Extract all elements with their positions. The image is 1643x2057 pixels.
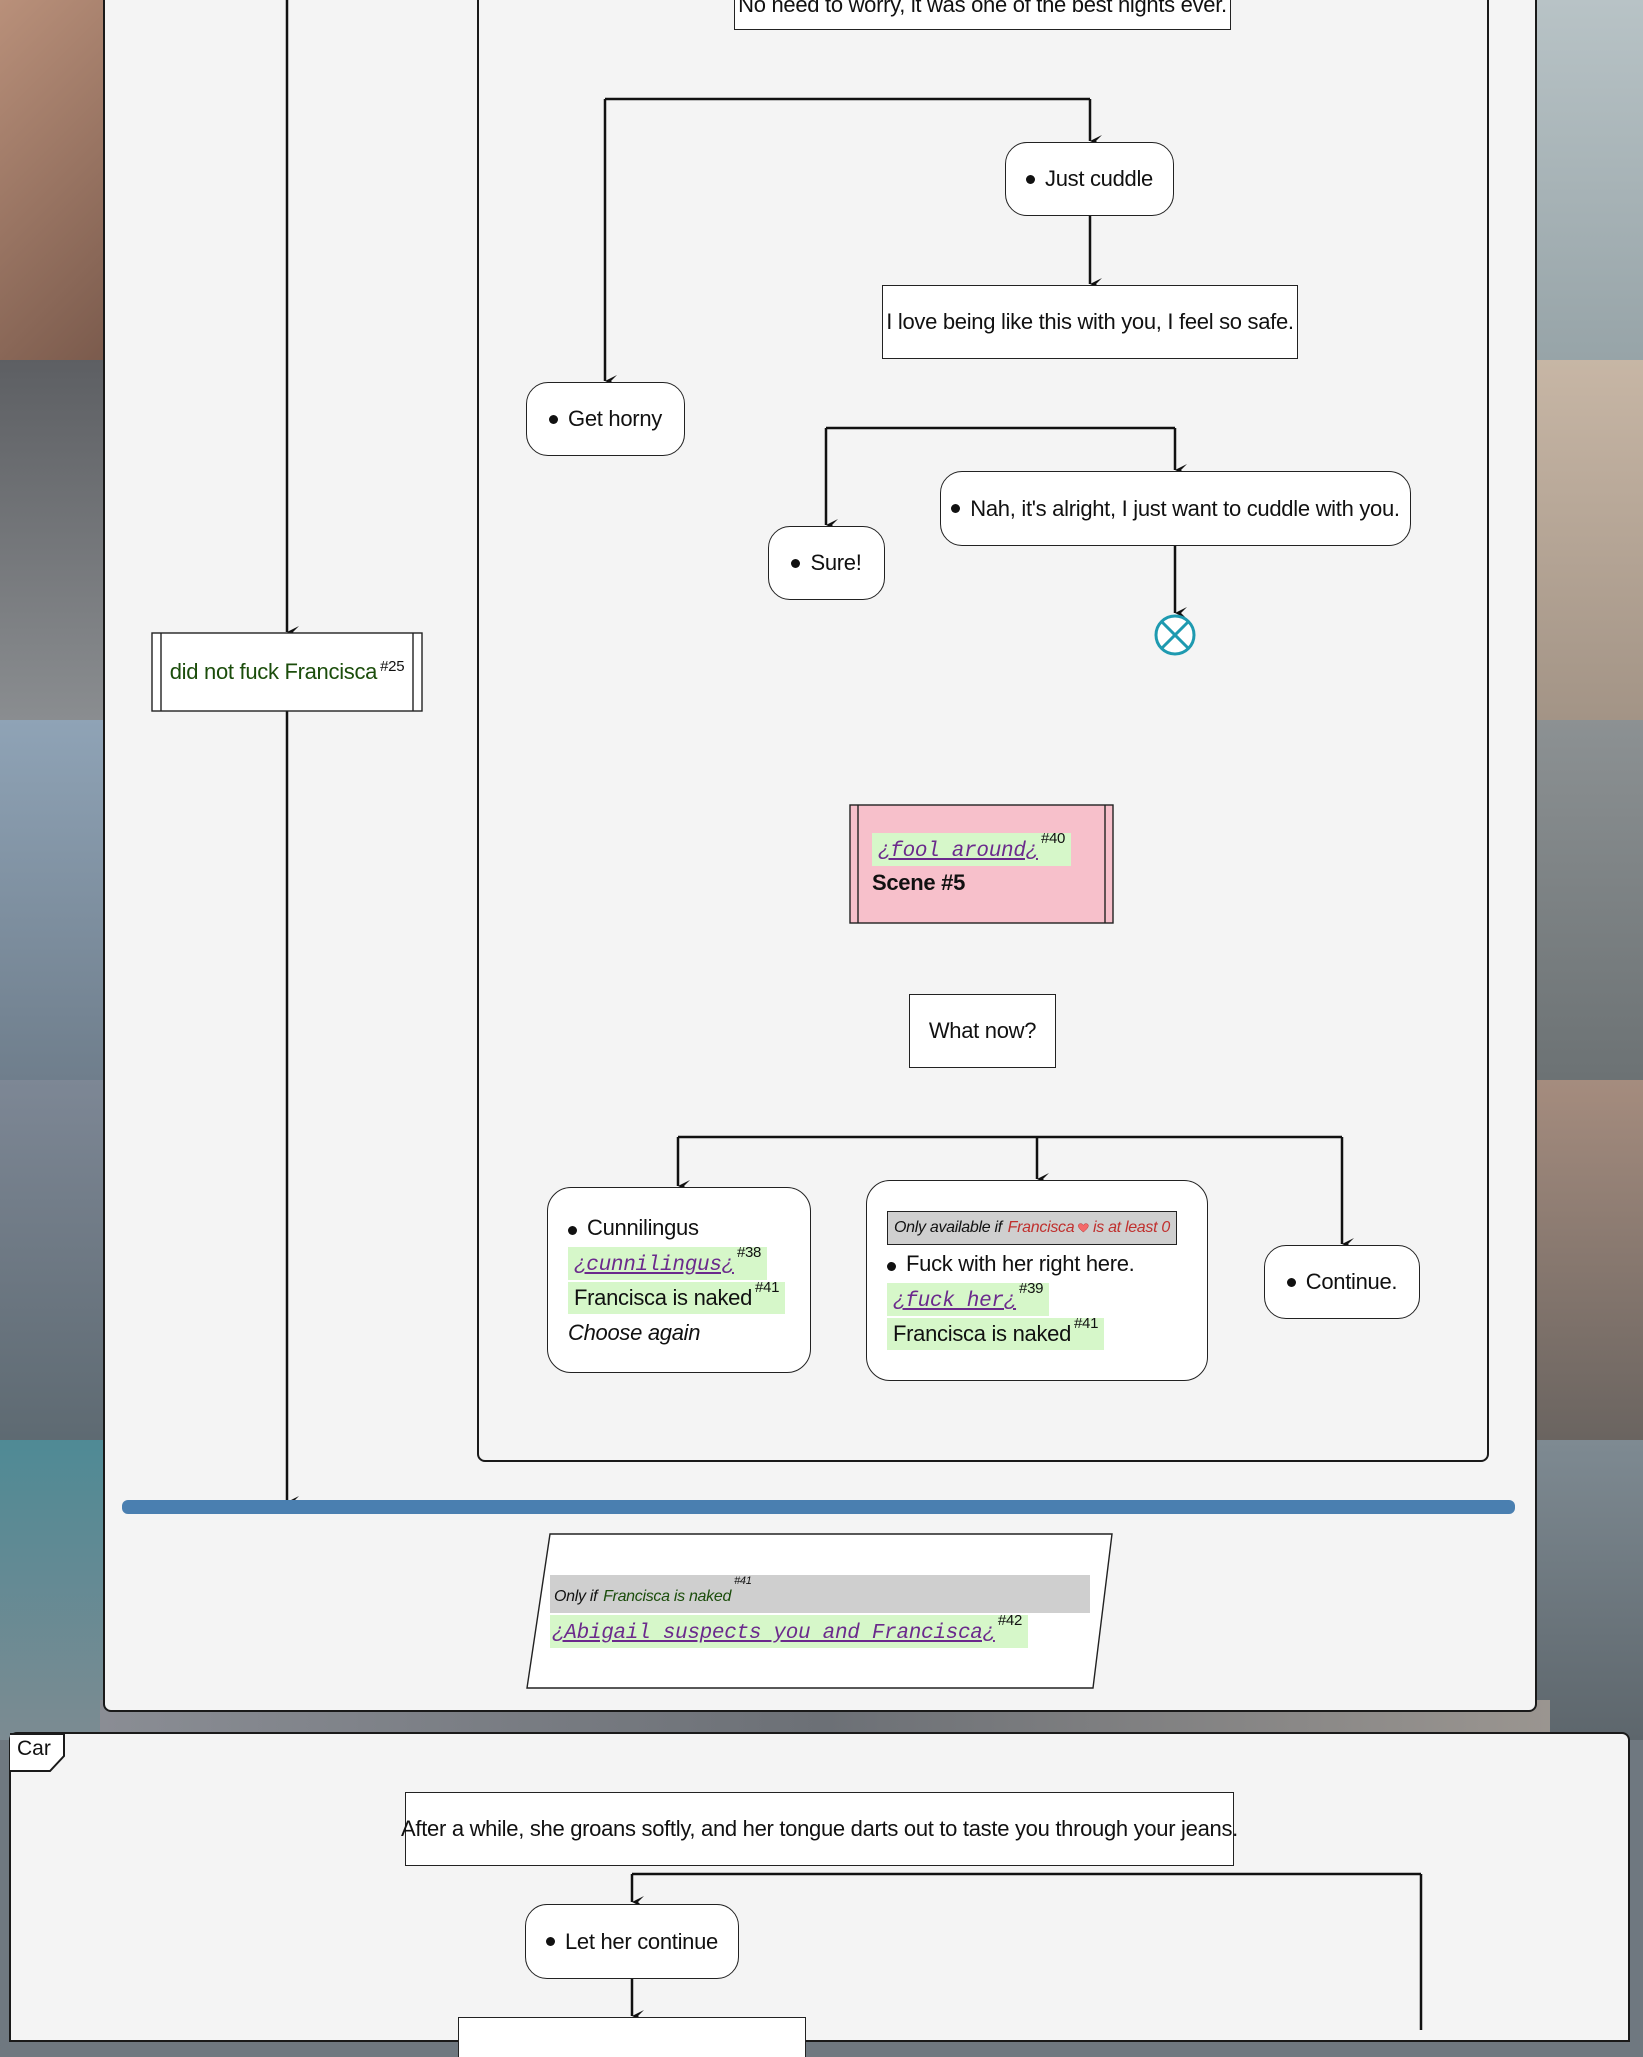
restriction-name: Francisca	[1007, 1219, 1075, 1236]
choose-again-text: Choose again	[568, 1319, 701, 1345]
node-text: No need to worry, it was one of the best…	[738, 0, 1227, 17]
scene-box: ¿fool around¿#40 Scene #5	[860, 806, 1104, 922]
background-photo-tile	[0, 720, 110, 1080]
reference-number: #38	[736, 1243, 762, 1261]
option-label: Fuck with her right here.	[906, 1251, 1135, 1276]
only-if-prefix: Only if	[554, 1587, 598, 1605]
scene-link[interactable]: ¿fool around¿	[878, 839, 1038, 863]
car-label: Car	[17, 1737, 51, 1760]
cunnilingus-link[interactable]: ¿cunnilingus¿	[574, 1253, 734, 1277]
abigail-link[interactable]: ¿Abigail suspects you and Francisca¿	[552, 1621, 995, 1645]
dialogue-love-being: I love being like this with you, I feel …	[882, 285, 1298, 359]
option-label: Let her continue	[565, 1928, 718, 1954]
background-photo-tile	[0, 1080, 110, 1440]
option-label: Nah, it's alright, I just want to cuddle…	[970, 495, 1400, 521]
bullet-icon	[549, 414, 559, 424]
option-just-cuddle[interactable]: Just cuddle	[1005, 142, 1174, 216]
option-fuck-here[interactable]: Only available if Francisca is at least …	[866, 1180, 1208, 1381]
partial-bottom-node	[458, 2017, 806, 2057]
option-label: Sure!	[810, 550, 862, 575]
reference-number: #40	[1040, 829, 1066, 847]
node-text: I love being like this with you, I feel …	[886, 309, 1294, 334]
background-photo-tile	[0, 1440, 110, 1740]
option-continue[interactable]: Continue.	[1264, 1245, 1420, 1319]
node-text: After a while, she groans softly, and he…	[401, 1816, 1238, 1841]
background-photo-tile	[1530, 720, 1643, 1080]
option-sure[interactable]: Sure!	[768, 526, 885, 600]
dialogue-car-intro: After a while, she groans softly, and he…	[401, 1792, 1238, 1866]
background-photo-tile	[1530, 1440, 1643, 1740]
reference-number: #25	[380, 657, 405, 675]
option-label: Get horny	[568, 406, 662, 431]
dialogue-what-now: What now?	[909, 994, 1056, 1068]
condition-text: did not fuck Francisca	[169, 659, 378, 684]
reference-number: #39	[1019, 1280, 1044, 1297]
restriction-suffix: is at least 0	[1092, 1219, 1170, 1236]
restriction-prefix: Only available if	[894, 1219, 1002, 1236]
option-nah[interactable]: Nah, it's alright, I just want to cuddle…	[940, 471, 1411, 546]
availability-restriction: Only available if Francisca is at least …	[887, 1211, 1177, 1245]
conditional-jump: Only if Francisca is naked#41 ¿Abigail s…	[550, 1556, 1090, 1666]
only-if-bar: Only if Francisca is naked#41	[550, 1574, 1090, 1613]
bullet-icon	[1026, 174, 1035, 184]
scene-label: Scene #5	[872, 869, 966, 895]
background-photo-tile	[0, 0, 110, 360]
option-label: Continue.	[1305, 1269, 1398, 1294]
bullet-icon	[951, 504, 961, 513]
bullet-icon	[568, 1225, 577, 1235]
reference-number: #41	[755, 1278, 780, 1296]
bullet-icon	[791, 558, 801, 568]
option-cunnilingus[interactable]: Cunnilingus ¿cunnilingus¿#38 Francisca i…	[547, 1187, 811, 1373]
bullet-icon	[1286, 1277, 1296, 1287]
top-dialogue-node: No need to worry, it was one of the best…	[734, 0, 1231, 30]
reference-number: #41	[734, 1574, 752, 1587]
background-photo-tile	[1530, 0, 1643, 360]
heart-icon	[1078, 1223, 1089, 1233]
option-label: Cunnilingus	[587, 1214, 699, 1240]
option-label: Just cuddle	[1045, 166, 1153, 191]
reference-number: #41	[1074, 1315, 1099, 1332]
node-text: What now?	[928, 1018, 1037, 1043]
option-let-her-continue[interactable]: Let her continue	[525, 1904, 739, 1979]
background-photo-tile	[0, 360, 110, 720]
bullet-icon	[546, 1937, 555, 1946]
condition-text: Francisca is naked	[893, 1321, 1072, 1346]
background-photo-tile	[1530, 1080, 1643, 1440]
bullet-icon	[887, 1262, 896, 1271]
background-photo-tile	[1530, 360, 1643, 720]
condition-did-not-fuck: did not fuck Francisca#25	[161, 634, 413, 710]
option-get-horny[interactable]: Get horny	[526, 382, 685, 456]
condition-text: Francisca is naked	[603, 1587, 732, 1605]
circle-x-icon	[1154, 614, 1196, 656]
reference-number: #42	[997, 1611, 1023, 1629]
condition-text: Francisca is naked	[574, 1284, 753, 1310]
fuck-link[interactable]: ¿fuck her¿	[893, 1290, 1017, 1313]
